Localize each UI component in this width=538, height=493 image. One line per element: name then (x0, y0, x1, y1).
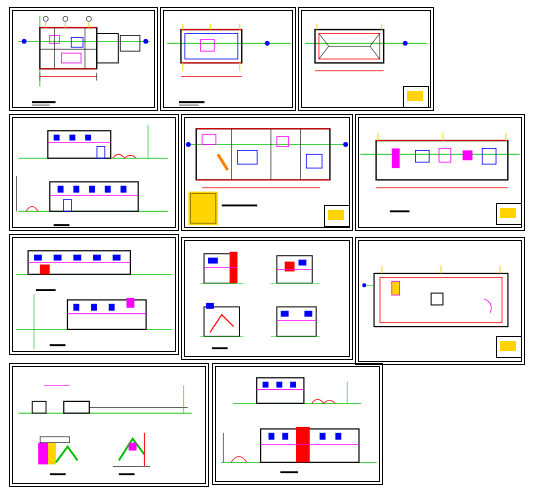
sheet-side-elevation-details (9, 363, 209, 487)
sheet-detailed-floor-plan (181, 114, 353, 231)
sheet-roof-plan (298, 7, 434, 111)
elevations-drawing (16, 124, 168, 227)
sheet-elevations (9, 114, 179, 231)
title-block (324, 205, 350, 227)
four-sections-drawing (200, 251, 321, 350)
sheet-elevations-section (9, 234, 179, 355)
furniture-layout-drawing (360, 132, 520, 213)
title-block (496, 336, 522, 358)
sheet-first-floor-plan (160, 7, 296, 111)
elevations-section-drawing (16, 250, 172, 350)
sheet-site-plan (355, 237, 525, 365)
sheet-ground-floor-plan (9, 7, 158, 111)
site-plan-drawing (362, 265, 509, 328)
front-elevations-drawing (221, 377, 377, 474)
detailed-floor-plan-drawing (185, 128, 349, 226)
title-block (496, 203, 522, 225)
sheet-four-sections (181, 237, 353, 360)
ground-floor-plan-drawing (18, 15, 150, 106)
sheet-furniture-layout (355, 114, 525, 231)
roof-plan-drawing (305, 23, 427, 72)
sheet-front-elevations (212, 363, 383, 485)
first-floor-plan-drawing (167, 23, 291, 106)
title-block (403, 86, 429, 108)
side-elevation-details-drawing (18, 385, 192, 476)
